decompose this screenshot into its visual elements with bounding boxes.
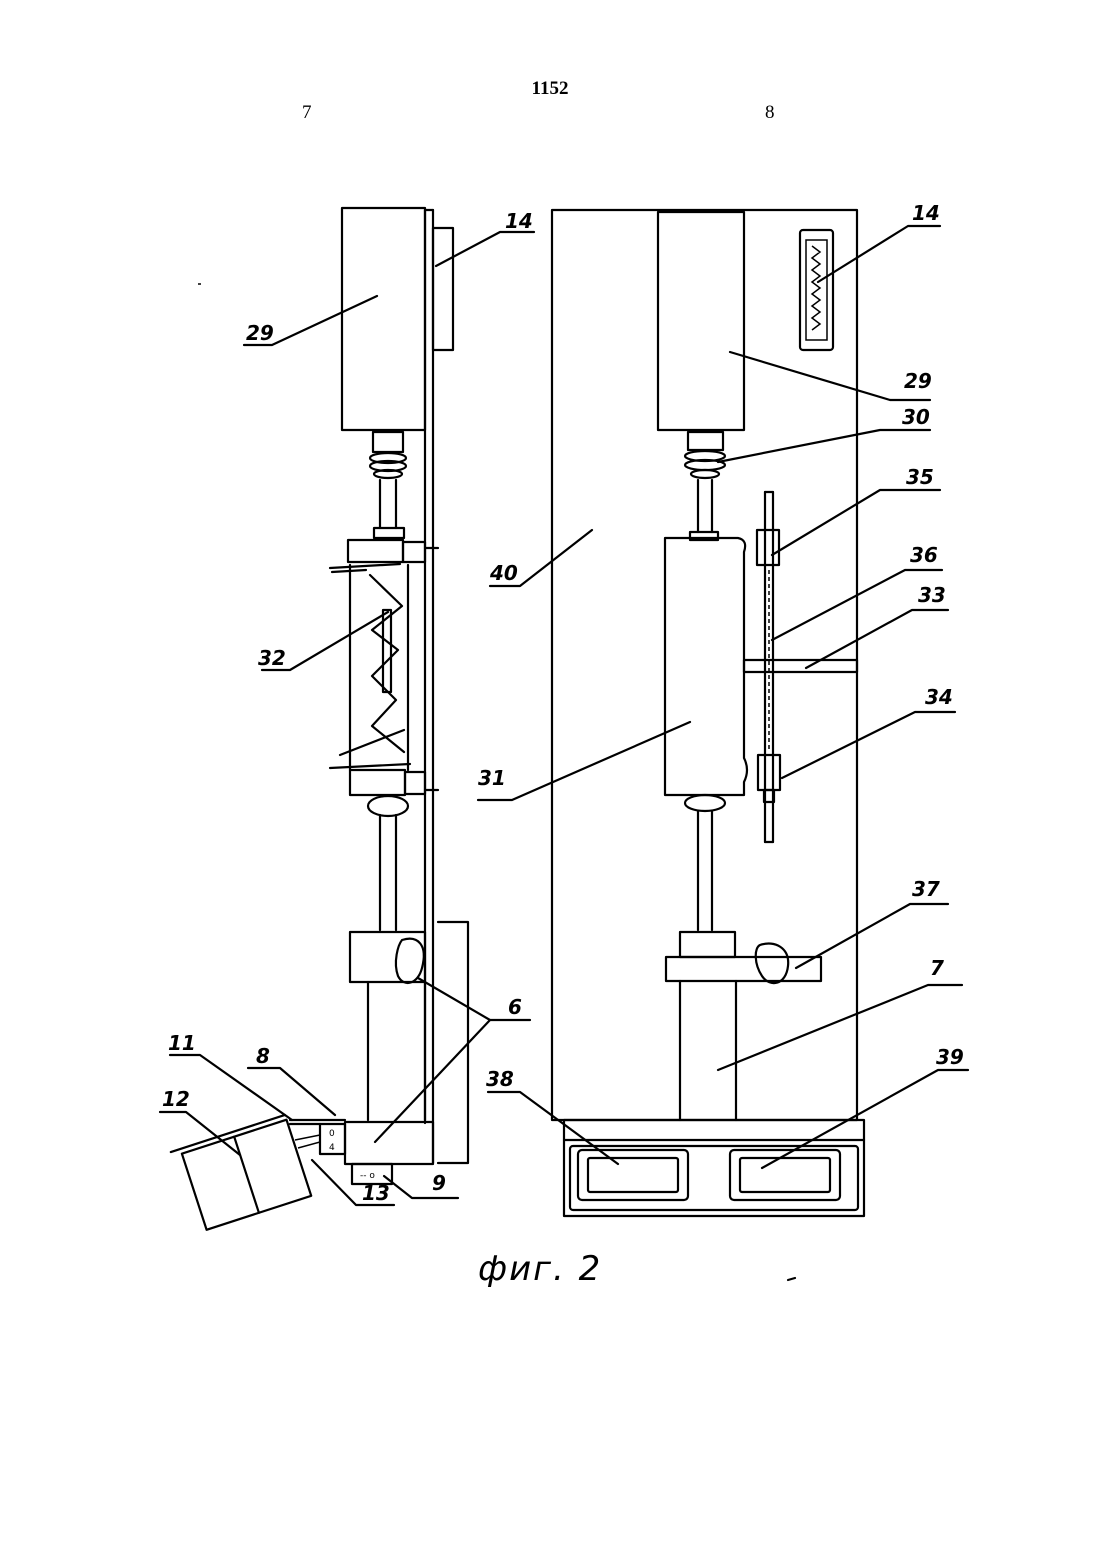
motor-block-29 [342, 208, 425, 430]
clamp-37 [666, 957, 821, 981]
box-8-mark-top: 0 [329, 1129, 335, 1139]
label-39: 39 [936, 1045, 964, 1069]
label-37: 37 [912, 877, 940, 901]
label-14-left: 14 [505, 209, 533, 233]
label-9: 9 [432, 1171, 446, 1195]
bar-33 [744, 660, 857, 672]
syringe-31 [665, 538, 747, 795]
label-32: 32 [258, 646, 286, 670]
side-view: -- o 0 4 [171, 208, 468, 1233]
stop-34 [758, 755, 780, 790]
figure-caption: фиг. 2 [478, 1249, 602, 1289]
label-33: 33 [918, 583, 946, 607]
label-29-right: 29 [904, 369, 932, 393]
box-8-mark-bottom: 4 [329, 1143, 335, 1153]
stray-mark [788, 1278, 795, 1280]
stop-35 [757, 530, 779, 565]
label-11: 11 [168, 1031, 196, 1055]
label-34: 34 [925, 685, 953, 709]
label-14-right: 14 [912, 201, 940, 225]
label-7: 7 [930, 956, 944, 980]
label-38: 38 [486, 1067, 514, 1091]
label-35: 35 [906, 465, 934, 489]
base [564, 1120, 864, 1216]
pedal-12 [171, 1115, 311, 1233]
label-36: 36 [910, 543, 938, 567]
label-13: 13 [362, 1181, 390, 1205]
label-30: 30 [902, 405, 930, 429]
labels: 14 29 32 6 11 8 12 13 9 14 29 30 [160, 201, 968, 1205]
label-8: 8 [256, 1044, 270, 1068]
label-31: 31 [478, 766, 506, 790]
front-view [552, 210, 864, 1216]
label-40: 40 [489, 561, 518, 585]
motor-block-29-front [658, 212, 744, 430]
label-12: 12 [162, 1087, 190, 1111]
label-6: 6 [508, 995, 522, 1019]
indicator-plate-14 [433, 228, 453, 350]
label-29-left: 29 [246, 321, 274, 345]
box-13-marks: -- o [360, 1171, 375, 1181]
